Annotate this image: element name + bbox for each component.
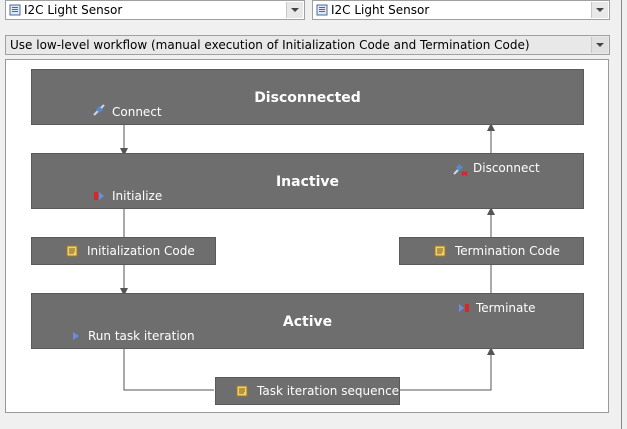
sensor-icon <box>316 4 328 16</box>
state-inactive: Inactive Initialize Disconnect <box>31 153 584 209</box>
termination-code-block[interactable]: Termination Code <box>399 237 584 265</box>
sensor-combo-right-value: I2C Light Sensor <box>331 3 430 17</box>
script-icon <box>434 245 446 257</box>
state-active-title: Active <box>282 314 333 330</box>
run-task-iteration-label[interactable]: Run task iteration <box>88 329 195 343</box>
workflow-combo[interactable]: Use low-level workflow (manual execution… <box>5 35 610 55</box>
connect-action-label[interactable]: Connect <box>112 105 162 119</box>
arrow-task-return <box>400 347 495 391</box>
window-edge <box>621 0 622 429</box>
initialize-action-label[interactable]: Initialize <box>112 189 163 203</box>
chevron-down-icon[interactable] <box>591 37 608 53</box>
initialization-code-block[interactable]: Initialization Code <box>31 237 216 265</box>
script-icon <box>236 385 248 397</box>
sensor-combo-left[interactable]: I2C Light Sensor <box>5 0 305 20</box>
script-icon <box>66 245 78 257</box>
terminate-action-label[interactable]: Terminate <box>476 301 536 315</box>
sensor-icon <box>9 4 21 16</box>
task-iteration-sequence-label: Task iteration sequence <box>257 384 400 398</box>
state-active: Active Run task iteration Terminate <box>31 293 584 349</box>
disconnect-icon[interactable] <box>452 160 468 176</box>
workflow-combo-value: Use low-level workflow (manual execution… <box>10 38 530 52</box>
termination-code-label: Termination Code <box>455 244 560 258</box>
sensor-combo-left-value: I2C Light Sensor <box>24 3 123 17</box>
chevron-down-icon[interactable] <box>591 2 608 18</box>
terminate-icon[interactable] <box>459 303 469 313</box>
connect-icon[interactable] <box>92 103 106 117</box>
state-disconnected-title: Disconnected <box>254 90 361 106</box>
initialization-code-label: Initialization Code <box>87 244 195 258</box>
run-icon[interactable] <box>72 331 80 341</box>
disconnect-action-label[interactable]: Disconnect <box>473 161 540 175</box>
sensor-combo-right[interactable]: I2C Light Sensor <box>312 0 610 20</box>
initialize-icon[interactable] <box>94 191 104 201</box>
chevron-down-icon[interactable] <box>286 2 303 18</box>
task-iteration-sequence-block[interactable]: Task iteration sequence <box>215 377 400 405</box>
state-disconnected: Disconnected Connect <box>31 69 584 125</box>
state-inactive-title: Inactive <box>275 174 340 190</box>
arrow-run-task <box>123 349 214 391</box>
